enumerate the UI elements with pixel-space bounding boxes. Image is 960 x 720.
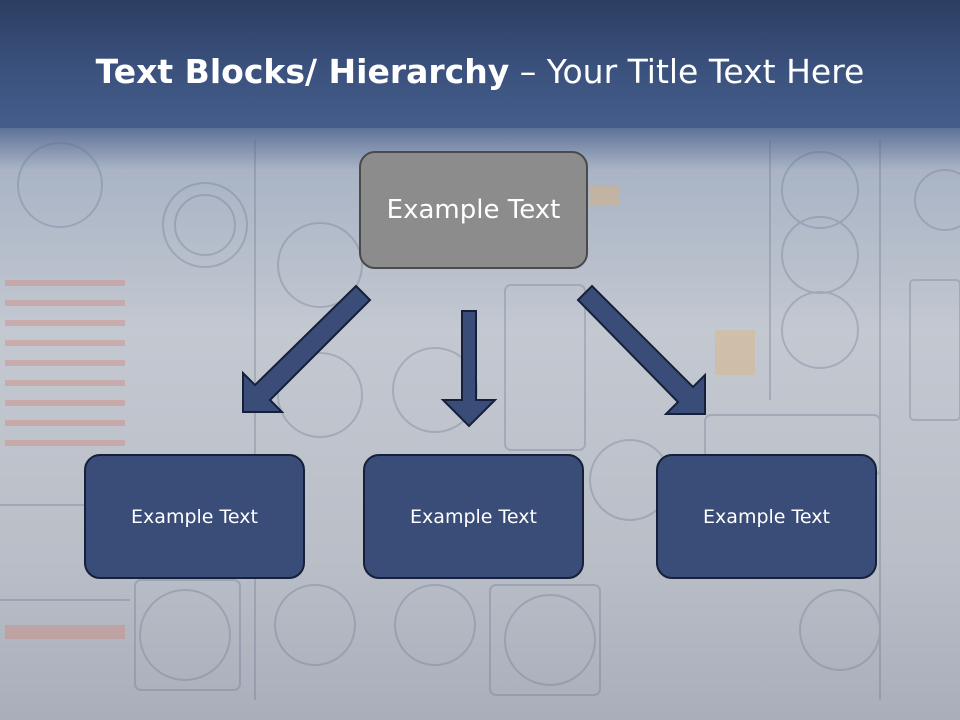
- child-box-right-label: Example Text: [703, 505, 830, 528]
- title-separator: –: [509, 52, 547, 91]
- child-box-center-label: Example Text: [410, 505, 537, 528]
- child-box-center: Example Text: [363, 454, 584, 579]
- title-bold-part: Text Blocks/ Hierarchy: [95, 52, 510, 91]
- slide-title: Text Blocks/ Hierarchy – Your Title Text…: [0, 52, 960, 91]
- right-down-arrow: [576, 284, 706, 415]
- center-down-arrow: [440, 310, 498, 428]
- top-level-box: Example Text: [359, 151, 588, 269]
- title-rest-part: Your Title Text Here: [546, 52, 865, 91]
- child-box-right: Example Text: [656, 454, 877, 579]
- top-level-box-label: Example Text: [386, 195, 561, 225]
- left-down-arrow: [242, 284, 372, 413]
- title-band: [0, 0, 960, 128]
- child-box-left-label: Example Text: [131, 505, 258, 528]
- child-box-left: Example Text: [84, 454, 305, 579]
